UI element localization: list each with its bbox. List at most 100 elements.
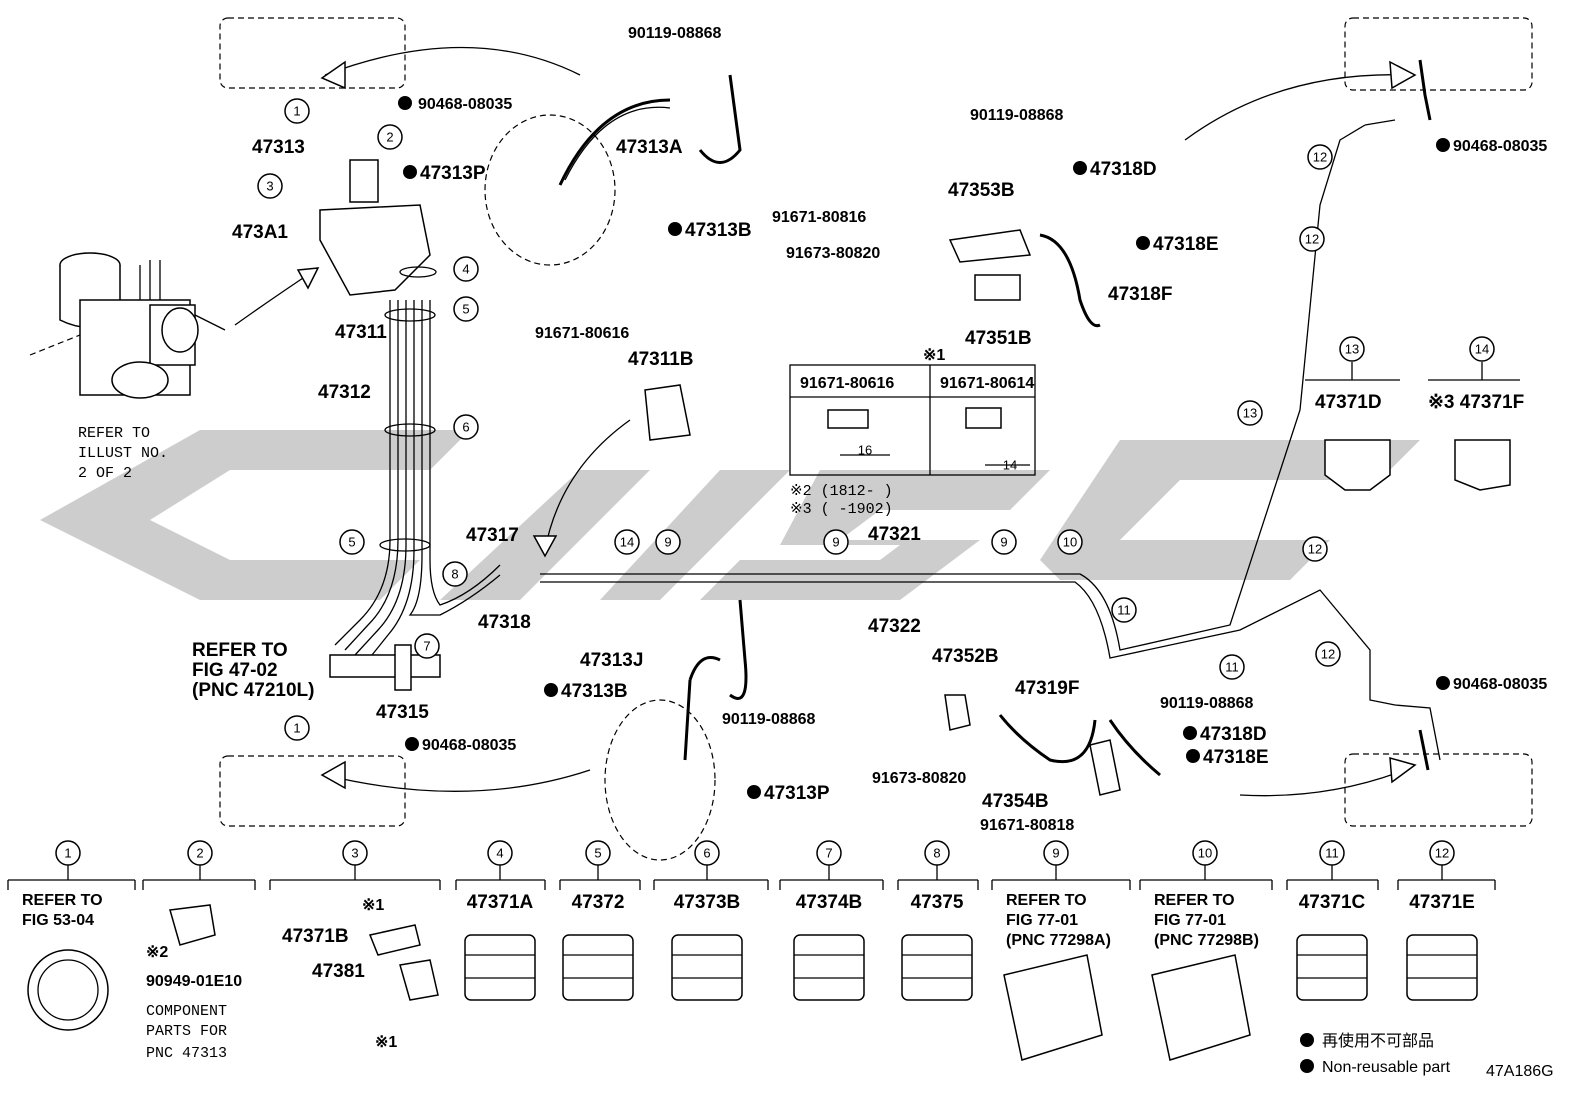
label-47318E-a: 47318E [1153,234,1219,255]
legend-text: REFER TO [1006,892,1087,909]
label-47318F: 47318F [1108,284,1172,305]
clamp-icon [464,934,536,1001]
spec-col1-dim: 16 [858,443,872,458]
hose-47319F [998,714,1097,764]
label-90119-08868-a: 90119-08868 [628,25,722,42]
svg-text:14: 14 [620,535,634,550]
legend-text: 47375 [911,892,964,913]
bracket-47354B [1089,739,1121,796]
label-90119-08868-d: 90119-08868 [1160,695,1254,712]
legend-text: 47371C [1299,892,1366,913]
svg-text:5: 5 [462,302,469,317]
label-90468-08035-b: 90468-08035 [422,737,516,754]
label-47313: 47313 [252,137,305,158]
callout-3: 3 [257,173,283,199]
svg-text:11: 11 [1117,603,1131,618]
label-90468-08035-c: 90468-08035 [1453,138,1547,155]
clamp-icon [562,934,634,1001]
callout-14-header [1469,336,1495,362]
svg-text:10: 10 [1063,535,1077,550]
spec-table-mark: ※1 [923,347,945,364]
legend-text: 47372 [572,892,625,913]
label-47322: 47322 [868,616,921,637]
callout-11: 11 [1219,654,1245,680]
label-47311B: 47311B [628,349,694,370]
ref-box-top-left [219,17,406,89]
label-47313J: 47313J [580,650,643,671]
legend-text: (PNC 77298B) [1154,932,1259,949]
label-47313B-b: 47313B [561,681,628,702]
legend-text: REFER TO [1154,892,1235,909]
svg-text:4: 4 [462,262,469,277]
label-47312: 47312 [318,382,371,403]
clip-icon [169,904,216,946]
label-47318D-a: 47318D [1090,159,1157,180]
callout-7: 7 [414,633,440,659]
label-47371F: ※3 47371F [1428,392,1524,413]
callout-10: 10 [1057,529,1083,555]
label-47315: 47315 [376,702,429,723]
label-47354B: 47354B [982,791,1049,812]
label-47313P-a: 47313P [420,163,486,184]
clamp-icon [1296,934,1368,1001]
label-90468-08035-a: 90468-08035 [418,96,512,113]
hose-47313A [558,98,671,186]
tube-47321 [540,124,1366,651]
callout-11: 11 [1111,597,1137,623]
bracket-47352B [944,694,971,731]
legend-callout-number: 11 [1325,846,1339,861]
label-47318E-b: 47318E [1203,747,1269,768]
label-47352B: 47352B [932,646,999,667]
svg-text:1: 1 [293,721,300,736]
svg-text:6: 6 [462,420,469,435]
hose-47318F [1039,233,1101,328]
svg-text:12: 12 [1305,232,1319,247]
callout-12: 12 [1315,641,1341,667]
svg-text:2: 2 [386,130,393,145]
label-47318: 47318 [478,612,531,633]
legend-callout-number: 12 [1435,846,1449,861]
legend-callout-number: 3 [351,846,358,861]
refer-illust-line3: 2 OF 2 [78,465,132,482]
clamp-icon [671,934,743,1001]
legend-text: 47374B [796,892,863,913]
legend-mark: ※1 [362,897,384,914]
legend-callout-number: 10 [1198,846,1212,861]
refer-fig4702-line2: FIG 47-02 [192,660,278,681]
refer-illust-line2: ILLUST NO. [78,445,168,462]
callout-13: 13 [1237,400,1263,426]
arrow-top-left [324,46,581,76]
svg-text:7: 7 [423,639,430,654]
spec-note3: ※3 ( -1902) [790,501,893,518]
label-47311: 47311 [335,322,387,343]
callout-1: 1 [284,715,310,741]
svg-text:8: 8 [451,567,458,582]
legend-text: 47371B [282,926,349,947]
callout-12: 12 [1299,226,1325,252]
label-90468-08035-d: 90468-08035 [1453,676,1547,693]
legend-callout-number: 5 [594,846,601,861]
svg-text:12: 12 [1308,542,1322,557]
label-47313A: 47313A [616,137,683,158]
label-473A1: 473A1 [232,222,288,243]
label-47313P-b: 47313P [764,783,830,804]
svg-text:9: 9 [1000,535,1007,550]
label-91671-80816: 91671-80816 [772,209,866,226]
legend-text: REFER TO [22,892,103,909]
arrow-top-right [1184,74,1411,141]
callout-13-header [1339,336,1365,362]
arrow-bottom-right [1239,767,1411,797]
bracket-47311B [644,384,691,441]
label-91671-80818: 91671-80818 [980,817,1074,834]
label-47321: 47321 [868,524,921,545]
callout-12: 12 [1307,144,1333,170]
legend-text: COMPONENT [146,1003,227,1020]
